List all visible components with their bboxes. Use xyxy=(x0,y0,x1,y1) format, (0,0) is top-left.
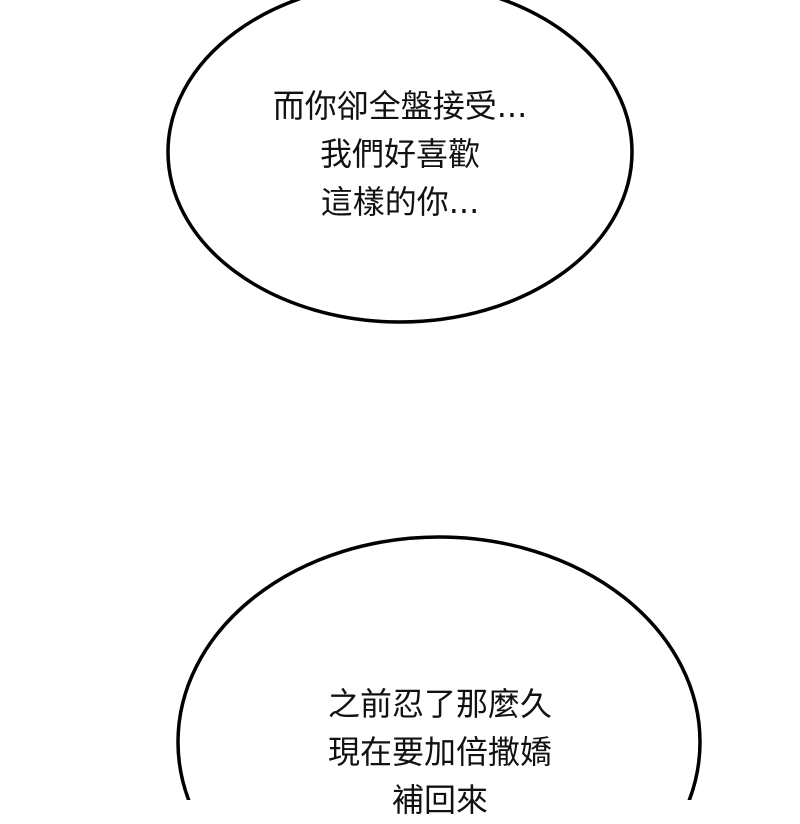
speech-bubble-bottom xyxy=(176,535,702,800)
speech-bubble-top xyxy=(166,0,634,324)
speech-bubbles xyxy=(166,0,702,800)
speech-text-top: 而你卻全盤接受... 我們好喜歡 這樣的你... xyxy=(200,82,600,226)
speech-text-bottom: 之前忍了那麼久 現在要加倍撒嬌 補回來 xyxy=(240,680,640,824)
speech-line: 之前忍了那麼久 xyxy=(327,685,552,723)
speech-line: 而你卻全盤接受... xyxy=(272,87,528,125)
speech-line: 現在要加倍撒嬌 xyxy=(327,733,552,771)
speech-line: 補回來 xyxy=(391,781,488,819)
speech-line: 我們好喜歡 xyxy=(319,135,480,173)
speech-line: 這樣的你... xyxy=(320,183,480,221)
